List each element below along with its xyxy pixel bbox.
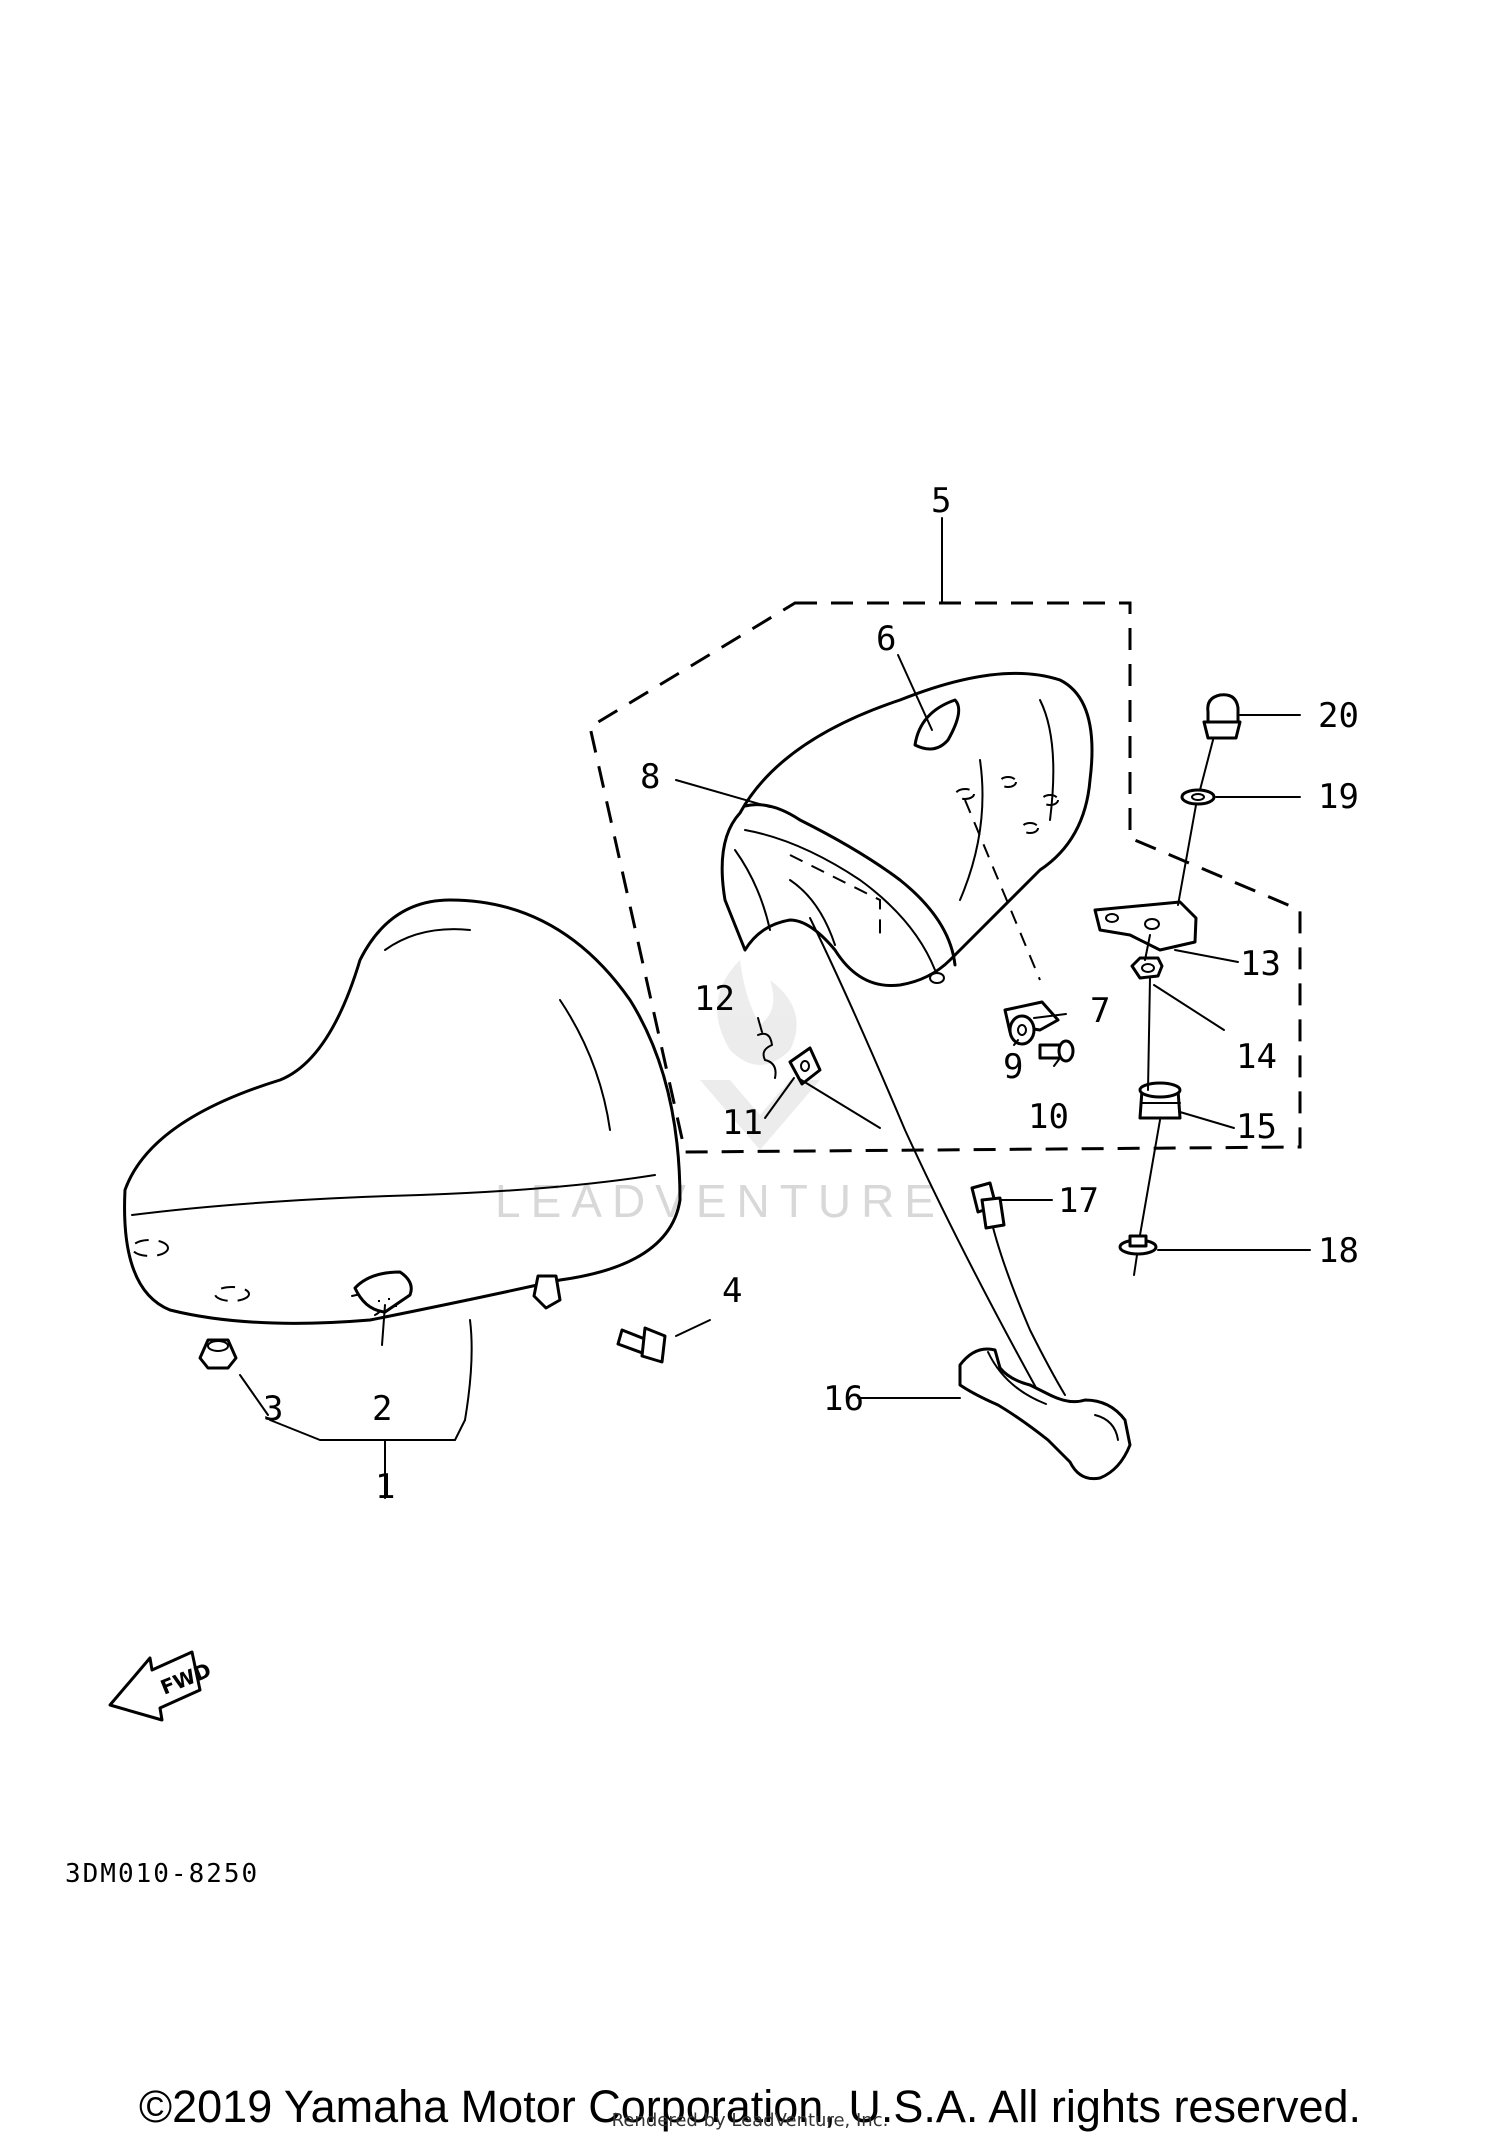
callout-8: 8 xyxy=(640,757,660,797)
callout-13: 13 xyxy=(1240,944,1281,984)
callout-15: 15 xyxy=(1236,1107,1277,1147)
callout-labels: 1 2 3 4 5 6 7 8 9 10 11 12 13 14 15 16 1… xyxy=(263,481,1359,1507)
leader-lines xyxy=(239,517,1311,1499)
diagram-code: 3DM010-8250 xyxy=(65,1859,259,1889)
rendered-by-credit: Rendered by LeadVenture, Inc. xyxy=(611,2110,889,2131)
callout-2: 2 xyxy=(372,1389,392,1429)
copyright-notice: ©2019 Yamaha Motor Corporation, U.S.A. A… xyxy=(138,2081,1362,2132)
part-12-spring-clip xyxy=(757,1032,777,1079)
callout-14: 14 xyxy=(1236,1037,1277,1077)
part-19-washer xyxy=(1180,788,1216,806)
part-11-clip xyxy=(788,1046,822,1086)
callout-20: 20 xyxy=(1318,696,1359,736)
part-10-screw xyxy=(1038,1039,1075,1063)
assembly-boundary xyxy=(588,601,1302,1154)
callout-9: 9 xyxy=(1003,1047,1023,1087)
callout-10: 10 xyxy=(1028,1097,1069,1137)
callout-6: 6 xyxy=(876,619,896,659)
callout-1: 1 xyxy=(375,1467,395,1507)
part-13-bracket xyxy=(1093,900,1198,952)
callout-3: 3 xyxy=(263,1389,283,1429)
callout-7: 7 xyxy=(1090,991,1110,1031)
callout-16: 16 xyxy=(823,1379,864,1419)
part-14-nut xyxy=(1130,956,1164,980)
fwd-arrow-icon: FWD xyxy=(108,1650,214,1722)
callout-11: 11 xyxy=(722,1103,763,1143)
watermark-text: LEADVENTURE xyxy=(495,1175,945,1227)
mounting-stud-axis xyxy=(1133,739,1214,1276)
callout-18: 18 xyxy=(1318,1231,1359,1271)
seat-mount-bracket xyxy=(532,1274,562,1310)
part-18-collar xyxy=(1118,1234,1158,1256)
callout-12: 12 xyxy=(694,979,735,1019)
part-20-cap-nut xyxy=(1202,693,1242,740)
part-2-strap xyxy=(353,1270,413,1314)
part-9-washer xyxy=(1008,1014,1036,1046)
callout-17: 17 xyxy=(1058,1181,1099,1221)
part-3-damper xyxy=(198,1338,238,1370)
watermark: LEADVENTURE xyxy=(495,960,945,1227)
part-16-stay xyxy=(809,917,1132,1481)
callout-19: 19 xyxy=(1318,777,1359,817)
part-8-backrest xyxy=(720,671,1094,988)
callout-4: 4 xyxy=(722,1271,742,1311)
part-4-bolt xyxy=(616,1326,667,1364)
part-15-grommet xyxy=(1138,1081,1182,1120)
part-17-bolt xyxy=(970,1181,1006,1230)
watermark-logo-icon xyxy=(700,960,820,1150)
callout-5: 5 xyxy=(931,481,951,521)
